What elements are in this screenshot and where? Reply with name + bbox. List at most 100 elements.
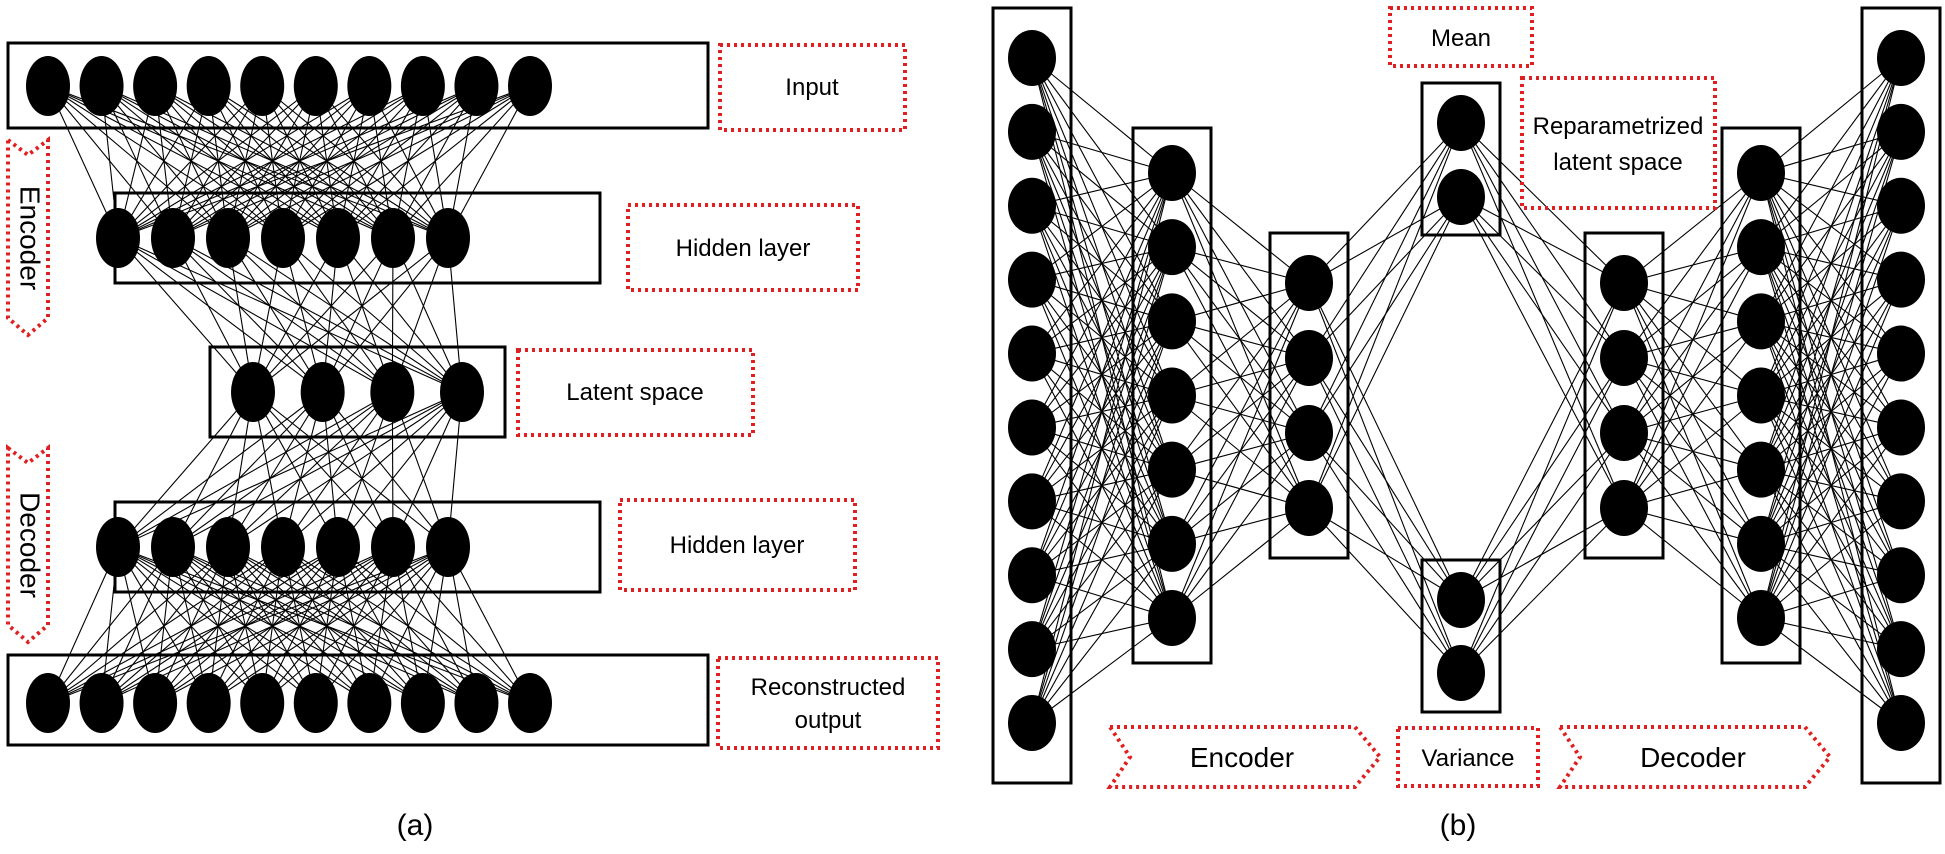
reconstructed-output-label-line2: output [795, 707, 862, 734]
vae-output-neuron [1877, 30, 1925, 86]
vae-connection [1760, 279, 1902, 619]
hidden-top-neuron [151, 208, 195, 268]
panel-a-connection [315, 85, 394, 239]
vae-dec-hidden-neuron [1737, 145, 1785, 201]
output-neuron [186, 673, 231, 733]
panel-a-connection [208, 546, 449, 704]
panel-a-connection [252, 391, 339, 548]
caption-b: (b) [1440, 809, 1477, 842]
panel-a-connection [261, 85, 394, 239]
vae-connection [1760, 617, 1902, 724]
input-neuron [454, 56, 499, 116]
hidden-layer-top-label: Hidden layer [626, 203, 860, 292]
panel-a-connection [322, 237, 449, 393]
vae-connection [1760, 57, 1902, 544]
input-label-text: Input [785, 74, 839, 101]
panel-a-connection [337, 85, 531, 239]
vae-connection [1308, 357, 1462, 674]
panel-a-connection [117, 85, 263, 239]
panel-a-connection [392, 391, 463, 548]
input-neuron [400, 56, 445, 116]
vae-connection [1031, 172, 1173, 428]
decoder-arrow-b-text: Decoder [1640, 742, 1746, 773]
reparametrized-label: Reparametrized latent space [1520, 76, 1717, 210]
vae-connection [1171, 282, 1310, 470]
vae-enc-hidden-neuron [1148, 145, 1196, 201]
panel-a-connection [261, 546, 449, 704]
vae-connection [1760, 131, 1902, 619]
panel-a-connection [227, 237, 393, 393]
panel-b-vae: Mean Reparametrized latent space Varianc… [991, 6, 1942, 842]
vae-input-neuron [1008, 547, 1056, 604]
variance-neuron [1437, 645, 1485, 701]
vae-connection [1031, 172, 1173, 724]
panel-a-connection [172, 391, 254, 548]
vae-connection [1623, 507, 1762, 619]
panel-a-connection [101, 85, 284, 239]
vae-connection [1760, 57, 1902, 396]
caption-a: (a) [397, 809, 434, 842]
panel-a-connection [154, 85, 229, 239]
vae-enc-hidden-neuron [1148, 441, 1196, 498]
variance-box [1420, 558, 1502, 714]
vae-output-neuron [1877, 177, 1925, 234]
vae-connection [1460, 282, 1625, 674]
hidden-layer-bottom-label: Hidden layer [618, 498, 857, 592]
hidden-bottom-neuron [206, 517, 250, 577]
input-neuron [508, 56, 552, 116]
vae-connection [1623, 321, 1762, 509]
vae-connection [1760, 500, 1902, 619]
encoder-arrow-a-text: Encoder [15, 186, 46, 290]
panel-a-connection [252, 391, 394, 548]
mean-box [1420, 81, 1502, 237]
vae-connection [1031, 131, 1173, 174]
panel-a-connection [172, 237, 254, 393]
input-label: Input [718, 43, 907, 132]
panel-a-connection [172, 237, 393, 393]
panel-a-connection [337, 391, 463, 548]
panel-a-connection [392, 546, 531, 704]
vae-encoder-latent-box [1268, 231, 1350, 560]
vae-connection [1623, 172, 1762, 509]
reconstructed-output-label-line1: Reconstructed [751, 674, 906, 701]
panel-a-connection [172, 237, 324, 393]
panel-a-connection [117, 546, 317, 704]
vae-connection [1460, 507, 1625, 674]
panel-a-connection [227, 546, 424, 704]
latent-layer-box [208, 345, 507, 439]
panel-a-connection [172, 391, 393, 548]
vae-connection [1623, 246, 1762, 509]
hidden-bottom-neuron [316, 517, 360, 577]
output-neuron [293, 673, 338, 733]
panel-a-connection [322, 237, 394, 393]
panel-a-connection [227, 546, 317, 704]
panel-a-connection [47, 546, 174, 704]
panel-a-connection [282, 391, 463, 548]
vae-connection [1031, 469, 1173, 724]
panel-a-connection [172, 546, 370, 704]
panel-a-connection [47, 546, 449, 704]
vae-enc-hidden-neuron [1148, 219, 1196, 276]
panel-a-connection [154, 85, 394, 239]
panel-a-connection [227, 391, 324, 548]
input-neuron [79, 56, 124, 116]
panel-a-connection [322, 391, 449, 548]
panel-a-connection [282, 546, 424, 704]
panel-a-connection [117, 85, 210, 239]
vae-connection [1171, 172, 1310, 284]
panel-a-connection [392, 85, 531, 239]
panel-a-connection [282, 237, 463, 393]
reparametrized-label-line2: latent space [1553, 149, 1682, 176]
panel-a-connection [117, 546, 263, 704]
vae-connection [1031, 172, 1173, 354]
latent-neuron [300, 362, 345, 422]
panel-a-connection [282, 85, 531, 239]
hidden-top-neuron [206, 208, 250, 268]
vae-connection [1171, 357, 1310, 619]
latent-space-label-text: Latent space [566, 379, 703, 406]
panel-a-connection [117, 85, 317, 239]
panel-a-connection [337, 546, 477, 704]
vae-connection [1760, 57, 1902, 322]
hidden-bottom-neuron [371, 517, 415, 577]
vae-output-neuron [1877, 399, 1925, 456]
